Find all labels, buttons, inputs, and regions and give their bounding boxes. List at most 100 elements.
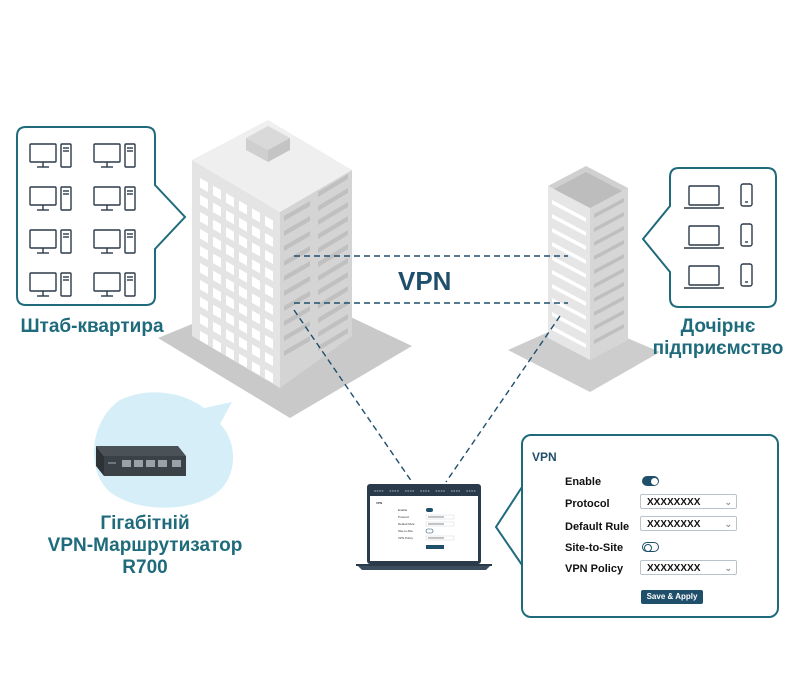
protocol-select[interactable]: XXXXXXXX ⌄ <box>640 494 737 509</box>
window-stripe <box>318 328 348 351</box>
enable-toggle[interactable] <box>642 476 659 486</box>
window-stripe <box>594 324 624 344</box>
branch-building <box>548 166 628 360</box>
window <box>239 302 247 317</box>
window <box>213 219 221 234</box>
protocol-label: Protocol <box>565 498 610 510</box>
window <box>200 297 208 311</box>
window-stripe <box>552 200 586 222</box>
window-stripe <box>552 256 586 278</box>
desktop-computer-icon <box>29 143 72 168</box>
window-stripe <box>284 306 310 326</box>
site-to-site-label: Site-to-Site <box>565 542 624 554</box>
window <box>239 251 247 266</box>
window-stripe <box>318 300 348 323</box>
window <box>265 233 273 247</box>
window-stripe <box>318 174 348 197</box>
window-stripe <box>552 214 586 236</box>
window <box>213 304 221 319</box>
window <box>226 227 234 242</box>
window <box>226 210 234 225</box>
desktop-computer-icon <box>93 186 136 211</box>
default-rule-select[interactable]: XXXXXXXX ⌄ <box>640 516 737 531</box>
router-label-line3: R700 <box>122 557 168 578</box>
window <box>265 250 273 264</box>
laptop-screen-title: VPN <box>376 501 383 505</box>
window <box>200 331 208 345</box>
window-stripe <box>318 188 348 211</box>
window <box>200 280 208 294</box>
window-stripe <box>284 231 310 251</box>
laptop-row: VPN Policy <box>398 536 414 540</box>
window <box>265 216 273 230</box>
laptop-value: XXXXXXXX <box>428 515 445 519</box>
vpn-policy-value: XXXXXXXX <box>647 563 701 574</box>
window-stripe <box>318 202 348 225</box>
vpn-tunnel-label: VPN <box>398 266 452 296</box>
branch-to-laptop-link <box>445 315 561 483</box>
window-stripe <box>318 258 348 281</box>
window <box>226 329 234 344</box>
site-to-site-toggle[interactable] <box>642 542 659 552</box>
toggle-knob <box>650 477 658 485</box>
settings-callout-pointer <box>494 483 523 569</box>
smartphone-icon <box>740 183 753 207</box>
window <box>226 346 234 361</box>
window-stripe <box>318 230 348 253</box>
desktop-computer-icon <box>29 229 72 254</box>
hq-label: Штаб-квартира <box>20 316 164 337</box>
window-stripe <box>594 310 624 330</box>
vpn-policy-select[interactable]: XXXXXXXX ⌄ <box>640 560 737 575</box>
toggle-knob <box>643 543 652 552</box>
laptop-icon <box>684 225 724 249</box>
settings-title: VPN <box>532 450 557 464</box>
window <box>252 259 260 274</box>
window <box>213 236 221 251</box>
smartphone-icon <box>740 223 753 247</box>
window-stripe <box>284 261 310 281</box>
vpn-policy-label: VPN Policy <box>565 563 624 575</box>
window <box>265 284 273 298</box>
window <box>200 178 208 192</box>
window <box>239 200 247 215</box>
save-apply-button[interactable]: Save & Apply <box>641 590 703 604</box>
vpn-settings-panel: VPN Enable Protocol XXXXXXXX ⌄ Default R… <box>521 434 779 618</box>
window-stripe <box>318 314 348 337</box>
window <box>226 244 234 259</box>
window-stripe <box>594 212 624 232</box>
window-stripe <box>284 201 310 221</box>
window <box>265 267 273 281</box>
window-stripe <box>594 226 624 246</box>
enable-label: Enable <box>565 476 602 488</box>
laptop-row: Enable <box>398 508 408 512</box>
router-bubble <box>93 392 234 508</box>
window-stripe <box>284 291 310 311</box>
window-stripe <box>594 254 624 274</box>
window-stripe <box>552 312 586 334</box>
window <box>252 361 260 376</box>
window-stripe <box>594 198 624 218</box>
window <box>213 270 221 285</box>
window <box>252 276 260 291</box>
laptop <box>356 484 492 570</box>
window <box>252 344 260 359</box>
window-stripe <box>594 296 624 316</box>
window <box>265 301 273 315</box>
window-stripe <box>552 242 586 264</box>
window-stripe <box>284 336 310 356</box>
smartphone-icon <box>740 263 753 287</box>
window <box>239 234 247 249</box>
window <box>213 253 221 268</box>
window <box>252 310 260 325</box>
laptop-value: XXXXXXXX <box>428 522 445 526</box>
window <box>252 242 260 257</box>
window <box>200 195 208 209</box>
desktop-computer-icon <box>29 272 72 297</box>
window <box>213 202 221 217</box>
window <box>200 246 208 260</box>
window-stripe <box>318 244 348 267</box>
window <box>213 185 221 200</box>
window-stripe <box>552 228 586 250</box>
